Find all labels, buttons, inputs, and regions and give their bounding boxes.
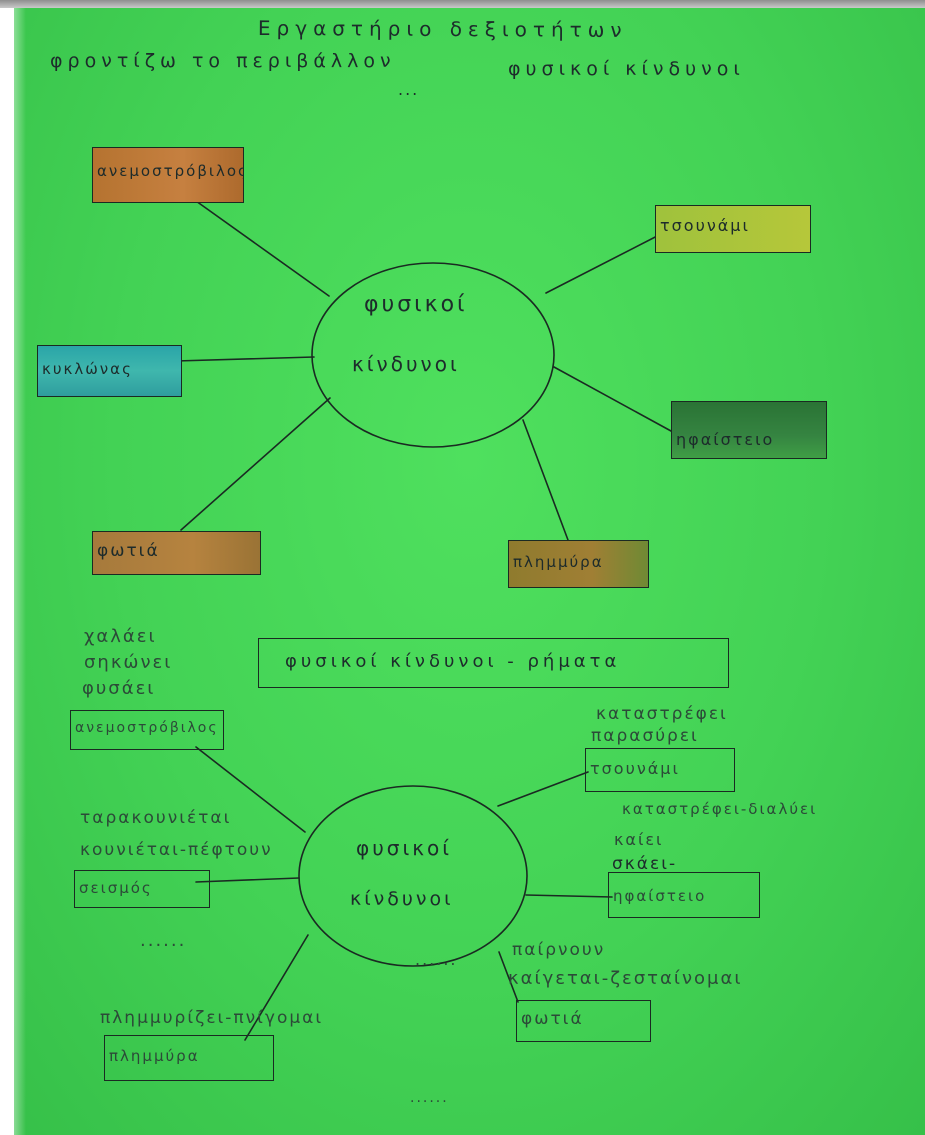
header-dash: ... [398, 80, 420, 99]
node-cyclone: κυκλώνας [37, 345, 182, 397]
earthquake-verb-1: ταρακουνιέται [80, 808, 232, 828]
header-title-line2-left: φροντίζω το περιβάλλον [50, 50, 396, 72]
volcano-verb-1: καταστρέφει-διαλύει [622, 800, 818, 818]
spoke-2-windstorm [195, 746, 306, 833]
node-volcano: ηφαίστειο [671, 401, 827, 459]
spoke-2-flood [244, 934, 309, 1041]
node-2-volcano-label: ηφαίστειο [613, 887, 707, 905]
node-2-windstorm-label: ανεμοστρόβιλος [75, 720, 219, 736]
center-circle-1 [311, 262, 555, 448]
spoke-tsunami [545, 231, 666, 294]
node-windstorm-label: ανεμοστρόβιλος [97, 162, 244, 180]
spoke-2-fire [498, 951, 519, 1003]
center-label-1-line1: φυσικοί [364, 292, 468, 317]
node-2-volcano: ηφαίστειο [608, 872, 760, 918]
spoke-2-volcano [525, 894, 613, 898]
scan-top-edge [0, 0, 925, 8]
spoke-2-earthquake [195, 877, 300, 883]
page-left-margin [0, 8, 26, 1135]
node-fire-label: φωτιά [97, 541, 160, 561]
center-label-2-line1: φυσικοί [356, 836, 452, 860]
spoke-volcano [553, 366, 672, 432]
tsunami-verb-2: παρασύρει [591, 726, 699, 746]
diagram2-title-box: φυσικοί κίνδυνοι - ρήματα [258, 638, 729, 688]
node-flood-label: πλημμύρα [513, 553, 604, 571]
node-2-earthquake: σεισμός [74, 870, 210, 908]
center-circle-2 [298, 785, 528, 967]
node-cyclone-label: κυκλώνας [42, 360, 133, 378]
spoke-windstorm [195, 200, 330, 297]
header-title-line1: Εργαστήριο δεξιοτήτων [257, 16, 628, 42]
spoke-cyclone [175, 356, 315, 362]
windstorm-verb-3: φυσάει [82, 678, 156, 699]
tsunami-verb-1: καταστρέφει [596, 704, 728, 724]
node-2-tsunami: τσουνάμι [585, 748, 735, 792]
node-fire: φωτιά [92, 531, 261, 575]
node-2-windstorm: ανεμοστρόβιλος [70, 710, 224, 750]
spoke-2-tsunami [497, 771, 589, 807]
spoke-flood [522, 419, 569, 541]
node-flood: πλημμύρα [508, 540, 649, 588]
center-label-2-line2: κίνδυνοι [350, 888, 454, 910]
dots-bottom: ...... [410, 1090, 449, 1106]
earthquake-verb-2: κουνιέται-πέφτουν [80, 840, 273, 860]
volcano-verb-3: σκάει- [612, 854, 678, 874]
node-tsunami-label: τσουνάμι [660, 216, 750, 235]
windstorm-verb-2: σηκώνει [84, 652, 173, 673]
center-label-1-line2: κίνδυνοι [352, 352, 460, 376]
node-windstorm: ανεμοστρόβιλος [92, 147, 244, 203]
diagram2-title: φυσικοί κίνδυνοι - ρήματα [285, 651, 621, 672]
node-2-earthquake-label: σεισμός [79, 879, 153, 897]
volcano-verb-2: καίει [614, 830, 664, 849]
flood-verb-1: πλημμυρίζει-πνίγομαι [100, 1008, 324, 1028]
node-2-tsunami-label: τσουνάμι [590, 759, 680, 778]
dots-left: ...... [140, 930, 187, 951]
node-tsunami: τσουνάμι [655, 205, 811, 253]
dots-center: ...... [415, 950, 458, 969]
node-2-flood: πλημμύρα [104, 1035, 274, 1081]
node-2-flood-label: πλημμύρα [109, 1047, 200, 1065]
node-volcano-label: ηφαίστειο [676, 430, 775, 449]
node-2-fire-label: φωτιά [521, 1009, 584, 1029]
fire-verb-1: παίρνουν [512, 940, 606, 960]
node-2-fire: φωτιά [516, 1000, 651, 1042]
fire-verb-2: καίγεται-ζεσταίνομαι [508, 968, 743, 989]
header-title-line2-right: φυσικοί κίνδυνοι [508, 58, 745, 80]
windstorm-verb-1: χαλάει [84, 626, 157, 647]
spoke-fire [180, 397, 331, 531]
